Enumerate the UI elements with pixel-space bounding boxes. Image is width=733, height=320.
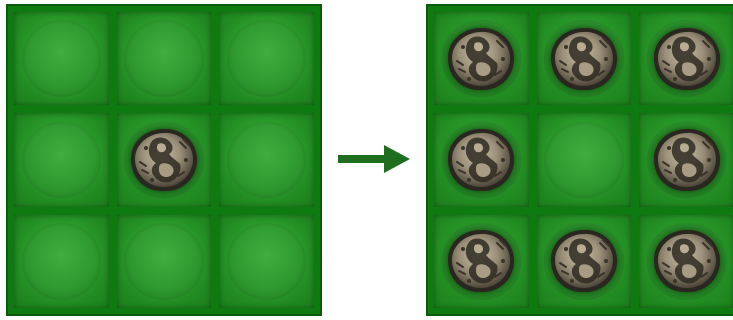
board-cell-after-r3c2[interactable]: [537, 215, 632, 308]
board-cell-before-r1c3[interactable]: [219, 12, 314, 105]
coin-icon: [548, 25, 620, 93]
board-cell-before-r2c2[interactable]: [117, 113, 212, 206]
board-cell-before-r1c1[interactable]: [14, 12, 109, 105]
right-arrow-icon: [338, 144, 410, 174]
coin-icon: [651, 25, 723, 93]
board-after: [426, 4, 733, 316]
board-cell-after-r1c3[interactable]: [639, 12, 733, 105]
board-before: [6, 4, 322, 316]
coin-icon: [128, 126, 200, 194]
coin-icon: [445, 126, 517, 194]
board-cell-after-r2c3[interactable]: [639, 113, 733, 206]
board-cell-before-r2c3[interactable]: [219, 113, 314, 206]
board-cell-after-r2c1[interactable]: [434, 113, 529, 206]
board-cell-before-r3c2[interactable]: [117, 215, 212, 308]
coin-icon: [445, 227, 517, 295]
coin-icon: [445, 25, 517, 93]
board-cell-after-r3c1[interactable]: [434, 215, 529, 308]
board-cell-after-r3c3[interactable]: [639, 215, 733, 308]
board-cell-after-r2c2[interactable]: [537, 113, 632, 206]
board-cell-before-r2c1[interactable]: [14, 113, 109, 206]
board-cell-before-r3c1[interactable]: [14, 215, 109, 308]
coin-icon: [548, 227, 620, 295]
board-cell-after-r1c1[interactable]: [434, 12, 529, 105]
coin-icon: [651, 227, 723, 295]
board-cell-after-r1c2[interactable]: [537, 12, 632, 105]
board-cell-before-r3c3[interactable]: [219, 215, 314, 308]
board-cell-before-r1c2[interactable]: [117, 12, 212, 105]
coin-icon: [651, 126, 723, 194]
